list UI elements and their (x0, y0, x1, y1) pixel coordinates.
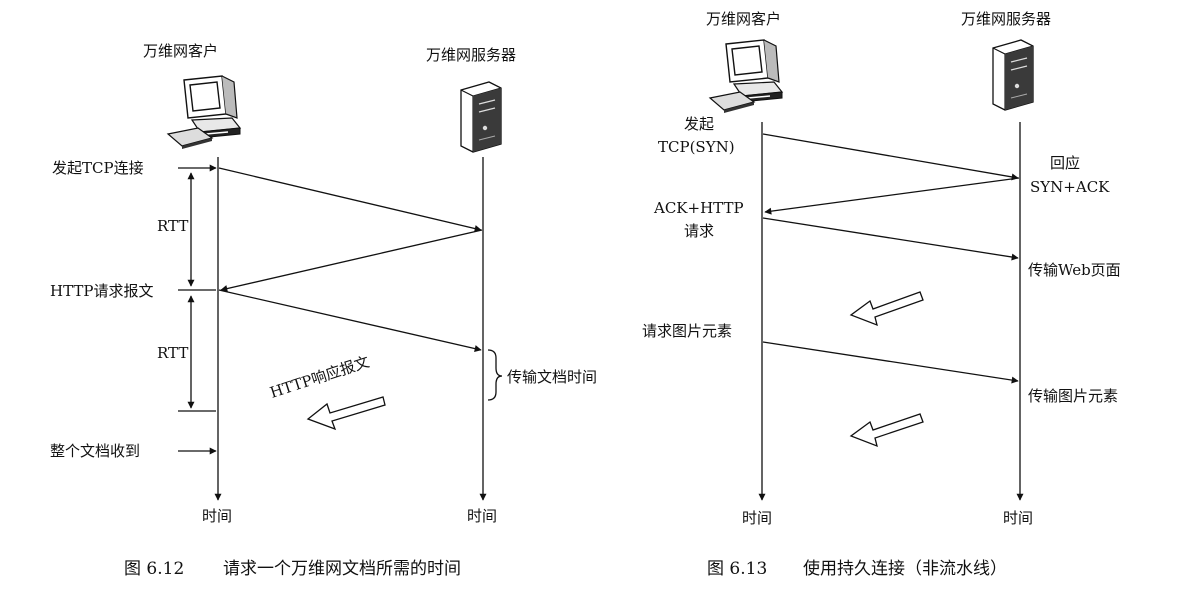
caption-6-13-number: 图 6.13 (707, 559, 767, 579)
caption-6-12-number: 图 6.12 (124, 559, 184, 579)
caption-6-13-text: 使用持久连接（非流水线） (803, 558, 1007, 579)
rtt-1-label: RTT (157, 217, 188, 235)
doc-received-label: 整个文档收到 (50, 442, 140, 460)
transfer-images-label: 传输图片元素 (1028, 387, 1118, 405)
http-response-label: HTTP响应报文 (268, 353, 372, 402)
syn-ack-message (764, 177, 1020, 215)
http-request-message (762, 217, 1019, 261)
figure-6-12: 万维网客户 万维网服务器 发起TCP连接 RTT HTTP请求报文 RTT 整个… (50, 42, 597, 579)
initiate-tcp-label: 发起TCP连接 (52, 159, 144, 177)
right-server-time: 时间 (1003, 509, 1033, 527)
server-icon (460, 81, 502, 153)
request-images-label: 请求图片元素 (642, 322, 732, 340)
reply-label-2: SYN+ACK (1030, 178, 1110, 196)
ack-http-label-2: 请求 (684, 222, 714, 240)
tcp-reply-message (220, 229, 483, 292)
http-request-label: HTTP请求报文 (50, 282, 153, 300)
http-request-message (218, 289, 482, 353)
initiate-label-2: TCP(SYN) (658, 138, 735, 156)
left-client-label: 万维网客户 (143, 42, 218, 60)
http-response-hollow-arrow (306, 396, 386, 431)
client-computer-icon (167, 75, 241, 150)
caption-6-12-text: 请求一个万维网文档所需的时间 (223, 559, 461, 579)
figure-6-13: 万维网客户 万维网服务器 发起 TCP(SYN) 回应 SYN+ACK ACK+… (642, 10, 1121, 579)
transfer-web-label: 传输Web页面 (1028, 261, 1121, 279)
left-client-time: 时间 (202, 507, 232, 525)
right-client-label: 万维网客户 (706, 10, 781, 28)
left-server-time: 时间 (467, 507, 497, 525)
image-hollow-arrow (849, 413, 924, 448)
image-request-message (762, 341, 1019, 384)
right-client-computer-icon (709, 39, 783, 114)
right-client-time: 时间 (742, 509, 772, 527)
initiate-label-1: 发起 (684, 115, 714, 133)
reply-label-1: 回应 (1050, 154, 1080, 172)
left-server-label: 万维网服务器 (426, 46, 516, 64)
ack-http-label-1: ACK+HTTP (653, 199, 744, 217)
transfer-time-label: 传输文档时间 (507, 368, 597, 386)
transfer-time-brace (487, 349, 503, 401)
right-server-icon (992, 39, 1034, 111)
rtt-2-label: RTT (157, 344, 188, 362)
web-page-hollow-arrow (849, 291, 924, 327)
syn-message (762, 133, 1019, 181)
right-server-label: 万维网服务器 (961, 10, 1051, 28)
tcp-syn-message (218, 167, 482, 232)
